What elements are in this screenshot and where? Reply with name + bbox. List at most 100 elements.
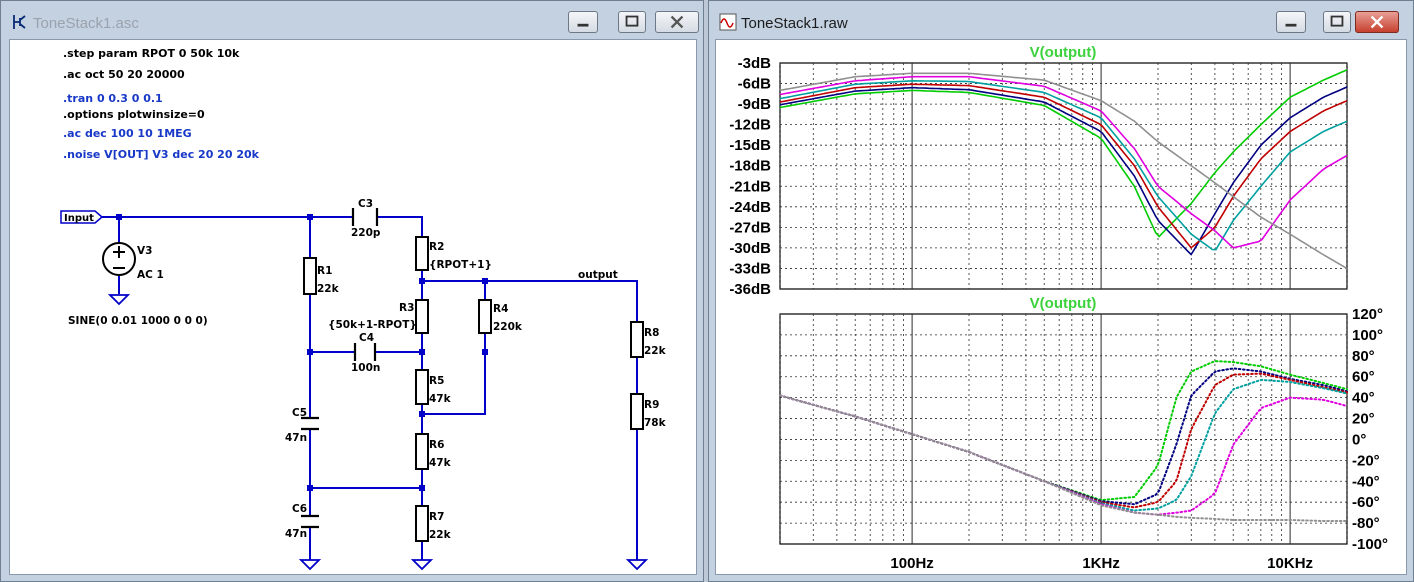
magnitude-trace-6[interactable] xyxy=(779,72,1348,270)
y-tick-label: -30dB xyxy=(729,240,771,257)
svg-text:100n: 100n xyxy=(351,362,380,374)
plot-area[interactable]: V(output) -3dB-6dB-9dB-12dB-15dB-18dB-21… xyxy=(715,39,1407,575)
magnitude-trace-2[interactable] xyxy=(779,86,1348,256)
x-tick-label: 10KHz xyxy=(1267,555,1313,572)
magnitude-trace-5[interactable] xyxy=(779,75,1348,249)
close-button[interactable] xyxy=(1355,11,1399,33)
maximize-button[interactable] xyxy=(618,11,646,33)
waveform-window: ToneStack1.raw V(output) -3dB -6dB -9dB -12… xyxy=(708,0,1414,582)
resistor-r4 xyxy=(478,299,492,334)
junctions xyxy=(116,214,488,491)
schematic-window: ToneStack1.asc .step param RPOT 0 50k 10… xyxy=(0,0,704,582)
input-port-label: Input xyxy=(64,213,94,224)
svg-text:47k: 47k xyxy=(429,457,452,469)
svg-text:C3: C3 xyxy=(358,198,373,210)
voltage-source-v3[interactable] xyxy=(102,242,136,276)
y-tick-label: -33dB xyxy=(729,260,771,277)
magnitude-frame xyxy=(779,62,1348,290)
directive-3[interactable]: .tran 0 0.3 0 0.1 xyxy=(63,92,163,105)
schematic-window-title: ToneStack1.asc xyxy=(33,15,139,32)
resistor-r2 xyxy=(415,236,429,271)
svg-text:{RPOT+1}: {RPOT+1} xyxy=(429,259,492,271)
resistor-r8 xyxy=(630,321,644,358)
svg-text:SINE(0 0.01 1000 0 0 0): SINE(0 0.01 1000 0 0 0) xyxy=(68,315,208,327)
minimize-icon xyxy=(577,23,589,27)
directive-4[interactable]: .options plotwinsize=0 xyxy=(63,108,205,121)
input-port[interactable]: Input xyxy=(60,210,104,224)
capacitors[interactable] xyxy=(301,208,379,529)
phase-trace-title[interactable]: V(output) xyxy=(1030,295,1097,312)
resistor-r6 xyxy=(415,433,429,470)
svg-text:47k: 47k xyxy=(429,393,452,405)
resistor-r1 xyxy=(303,257,317,295)
magnitude-trace-1[interactable] xyxy=(779,69,1348,238)
minimize-button[interactable] xyxy=(568,11,598,33)
y-tick-label: -12dB xyxy=(729,117,771,134)
resistor-r5 xyxy=(415,369,429,405)
magnitude-trace-4[interactable] xyxy=(779,79,1348,251)
schematic-titlebar[interactable]: ToneStack1.asc xyxy=(1,1,703,37)
directive-6[interactable]: .noise V[OUT] V3 dec 20 20 20k xyxy=(63,148,260,161)
phase-grid xyxy=(779,314,1348,544)
x-tick-label: 1KHz xyxy=(1082,555,1120,572)
svg-text:22k: 22k xyxy=(429,529,452,541)
y-tick-label: 40° xyxy=(1352,390,1375,407)
svg-text:22k: 22k xyxy=(317,283,340,295)
magnitude-pane[interactable]: V(output) -3dB-6dB-9dB-12dB-15dB-18dB-21… xyxy=(729,44,1348,298)
svg-text:R3: R3 xyxy=(399,302,414,314)
svg-text:R5: R5 xyxy=(429,375,444,387)
resistor-r7 xyxy=(415,505,429,542)
svg-text:R8: R8 xyxy=(644,327,659,339)
y-tick-label: 20° xyxy=(1352,411,1375,428)
maximize-icon xyxy=(625,15,639,27)
schematic-canvas[interactable]: .step param RPOT 0 50k 10k .ac oct 50 20… xyxy=(9,39,697,575)
resistors[interactable] xyxy=(303,236,644,542)
close-icon xyxy=(1370,15,1384,29)
svg-text:22k: 22k xyxy=(644,345,667,357)
y-tick-label: -24dB xyxy=(729,199,771,216)
svg-text:{50k+1-RPOT}: {50k+1-RPOT} xyxy=(328,319,417,331)
phase-trace-6[interactable] xyxy=(779,394,1348,522)
svg-text:R1: R1 xyxy=(317,265,332,277)
svg-text:R9: R9 xyxy=(644,399,659,411)
y-tick-label: -9dB xyxy=(738,96,772,113)
svg-text:220k: 220k xyxy=(493,321,523,333)
svg-text:220p: 220p xyxy=(351,227,381,239)
directive-1[interactable]: .step param RPOT 0 50k 10k xyxy=(63,47,240,60)
svg-text:47n: 47n xyxy=(285,528,307,540)
schematic-drawing[interactable]: .step param RPOT 0 50k 10k .ac oct 50 20… xyxy=(10,40,697,575)
svg-text:R2: R2 xyxy=(429,241,444,253)
minimize-button[interactable] xyxy=(1276,11,1306,33)
y-tick-label: -20° xyxy=(1352,452,1380,469)
magnitude-trace-title[interactable]: V(output) xyxy=(1030,44,1097,61)
waveform-window-title: ToneStack1.raw xyxy=(741,15,848,32)
x-tick-label: 100Hz xyxy=(890,555,933,572)
close-button[interactable] xyxy=(655,11,699,33)
y-tick-label: -100° xyxy=(1352,536,1388,553)
svg-text:V3: V3 xyxy=(137,245,152,257)
svg-text:78k: 78k xyxy=(644,417,667,429)
ltspice-app-icon xyxy=(13,15,26,29)
y-tick-label: -15dB xyxy=(729,137,771,154)
close-icon xyxy=(670,15,684,29)
svg-text:C5: C5 xyxy=(292,407,307,419)
phase-y-tick-labels: 120°100°80°60°40°20°0°-20°-40°-60°-80°-1… xyxy=(1352,306,1388,553)
waveform-app-icon xyxy=(719,13,737,31)
y-tick-label: 80° xyxy=(1352,348,1375,365)
y-tick-label: -3dB xyxy=(738,55,772,72)
svg-text:47n: 47n xyxy=(285,432,307,444)
maximize-button[interactable] xyxy=(1323,11,1351,33)
capacitor-c5 xyxy=(301,416,319,431)
waveform-titlebar[interactable]: ToneStack1.raw xyxy=(709,1,1413,37)
magnitude-trace-3[interactable] xyxy=(779,83,1348,249)
magnitude-traces xyxy=(779,69,1348,270)
directive-2[interactable]: .ac oct 50 20 20000 xyxy=(63,68,185,81)
plot-panes[interactable]: V(output) -3dB-6dB-9dB-12dB-15dB-18dB-21… xyxy=(716,40,1407,575)
component-labels: V3 AC 1 SINE(0 0.01 1000 0 0 0) C3 220p … xyxy=(68,198,667,541)
y-tick-label: 100° xyxy=(1352,327,1383,344)
directive-5[interactable]: .ac dec 100 10 1MEG xyxy=(63,127,192,140)
y-tick-label: -36dB xyxy=(729,281,771,298)
y-tick-label: -6dB xyxy=(738,76,772,93)
wires xyxy=(102,216,638,560)
phase-pane[interactable]: V(output) 120°100°80°60°40°20°0°-20°-40°… xyxy=(779,295,1388,572)
